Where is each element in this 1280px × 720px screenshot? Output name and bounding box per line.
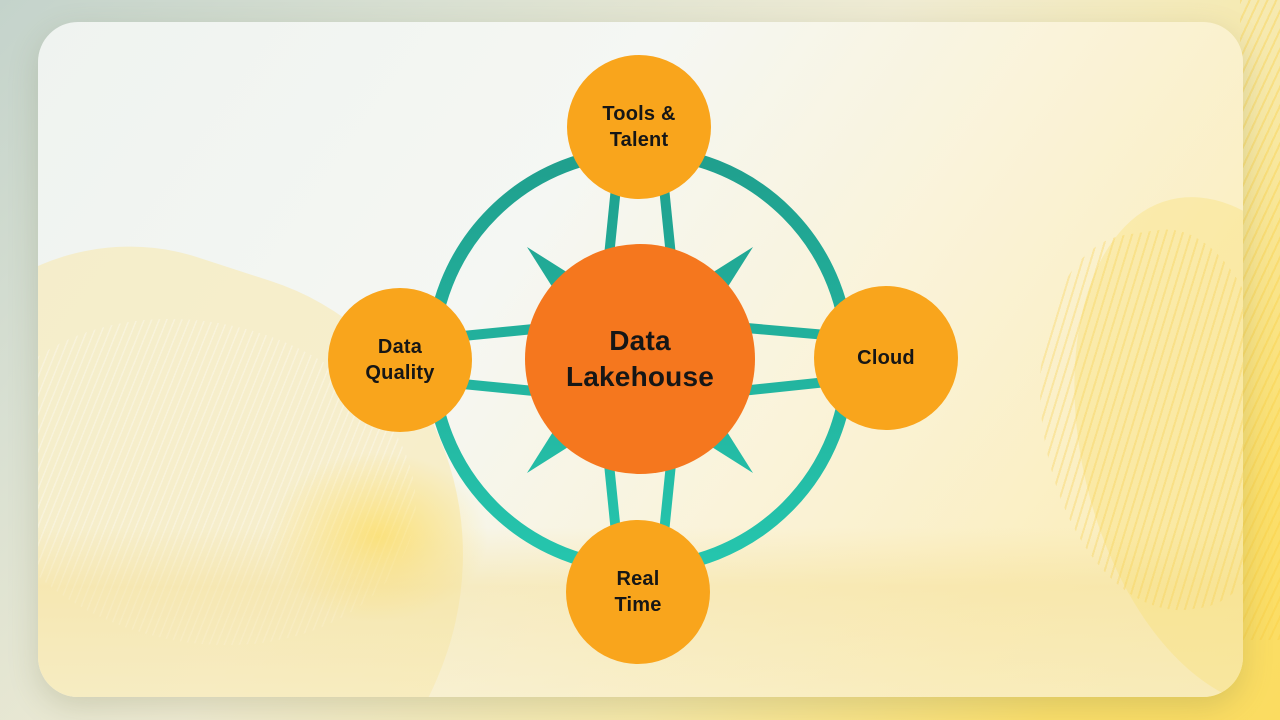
node-label-line1: Data	[377, 336, 423, 358]
node-label-line1: Cloud	[857, 347, 915, 369]
node-label-line2: Quality	[365, 362, 435, 384]
hub-label: Data Lakehouse	[525, 323, 755, 395]
hub-circle-data-lakehouse	[525, 244, 755, 474]
hub-label-line1: Data	[609, 325, 671, 357]
node-label-line1: Real	[616, 568, 660, 590]
background-stripe-texture	[1240, 0, 1280, 640]
node-circle-cloud	[814, 286, 958, 430]
node-label-tools-talent: Tools & Talent	[569, 101, 709, 153]
hub-label-line2: Lakehouse	[565, 361, 715, 392]
node-label-cloud: Cloud	[816, 345, 956, 371]
node-label-line2: Time	[614, 594, 662, 616]
node-circle-real-time	[566, 520, 710, 664]
decorative-yellow-glow	[268, 452, 488, 622]
node-circle-tools-talent	[567, 55, 711, 199]
node-label-data-quality: Data Quality	[330, 334, 470, 386]
node-label-real-time: Real Time	[568, 566, 708, 618]
node-label-line2: Talent	[609, 129, 669, 151]
node-label-line1: Tools &	[602, 103, 676, 125]
node-circle-data-quality	[328, 288, 472, 432]
